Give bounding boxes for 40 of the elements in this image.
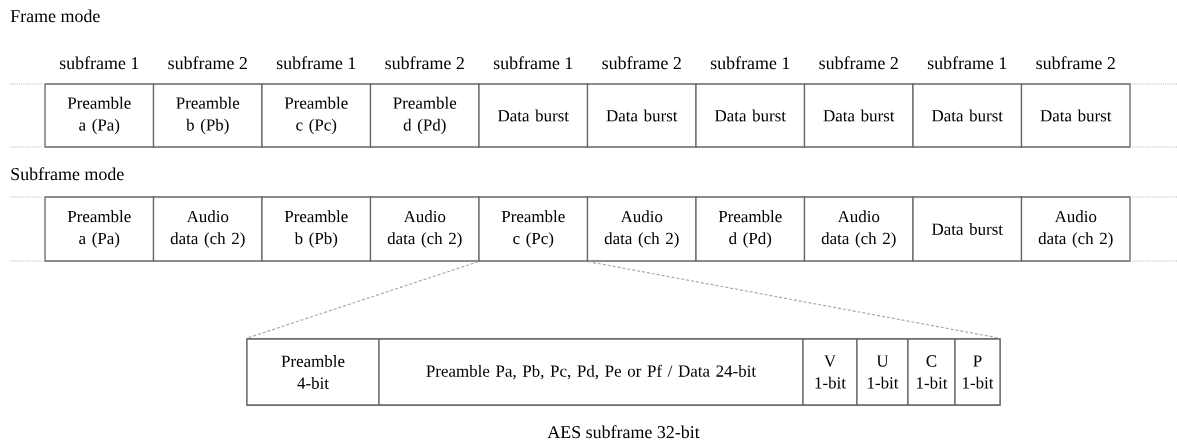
frame-cell: Audio data (ch 2) [586,196,697,262]
node-label: subframe 1 [59,56,139,70]
frame-cell: Preamble a (Pa) [44,196,155,262]
frame-cell: Data burst [912,196,1023,262]
frame-cell: Data burst [803,83,914,148]
node-label: subframe 2 [819,56,898,70]
frame-cell: Data burst [1020,83,1131,148]
frame-cell: Preamble c (Pc) [478,196,589,262]
frame-cell: Preamble a (Pa) [44,83,155,148]
frame-cell: Data burst [695,83,806,148]
node-label: subframe 2 [385,56,464,70]
node-label: AES subframe 32-bit [547,425,700,439]
zoom-line [245,261,479,339]
node-label: subframe 1 [710,56,790,70]
frame-cell: Audio data (ch 2) [152,196,263,262]
frame-cell: Preamble c (Pc) [261,83,372,148]
frame-cell: Data burst [586,83,697,148]
field-cell: C 1-bit [907,338,956,406]
frame-cell: Data burst [912,83,1023,148]
node-label: subframe 1 [493,56,573,70]
field-cell: P 1-bit [954,338,1001,406]
node-label: subframe 2 [168,56,247,70]
section-heading: Subframe mode [11,167,124,181]
frame-cell: Preamble b (Pb) [261,196,372,262]
node-label: subframe 1 [276,56,356,70]
frame-cell: Audio data (ch 2) [369,196,480,262]
frame-cell: Preamble d (Pd) [695,196,806,262]
field-cell: Preamble 4-bit [246,338,380,406]
field-cell: U 1-bit [856,338,909,406]
frame-cell: Preamble d (Pd) [369,83,480,148]
frame-cell: Audio data (ch 2) [803,196,914,262]
field-cell: V 1-bit [802,338,858,406]
node-label: subframe 2 [1036,56,1115,70]
section-heading: Frame mode [10,9,100,23]
node-label: subframe 1 [927,56,1007,70]
frame-cell: Preamble b (Pb) [152,83,263,148]
frame-cell: Data burst [478,83,589,148]
frame-cell: Audio data (ch 2) [1020,196,1131,262]
node-label: subframe 2 [602,56,681,70]
zoom-line [587,261,1002,339]
